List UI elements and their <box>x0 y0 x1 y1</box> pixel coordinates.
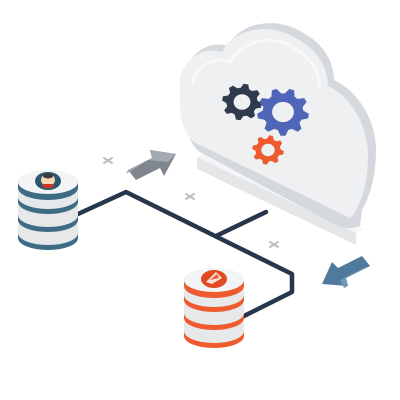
orange-gear-icon <box>252 135 284 165</box>
red-arrow-logo-icon <box>201 270 227 288</box>
dark-gear-icon <box>222 83 262 121</box>
arrow-to-cloud-icon <box>126 150 176 180</box>
arrow-from-cloud-icon <box>322 256 370 288</box>
gear-group <box>222 83 309 165</box>
jenkins-logo-icon <box>35 172 61 190</box>
connector-lines <box>75 189 295 321</box>
cross-marks <box>103 157 279 248</box>
server-left <box>18 170 78 250</box>
blue-gear-icon <box>257 88 309 136</box>
server-right <box>184 268 244 348</box>
